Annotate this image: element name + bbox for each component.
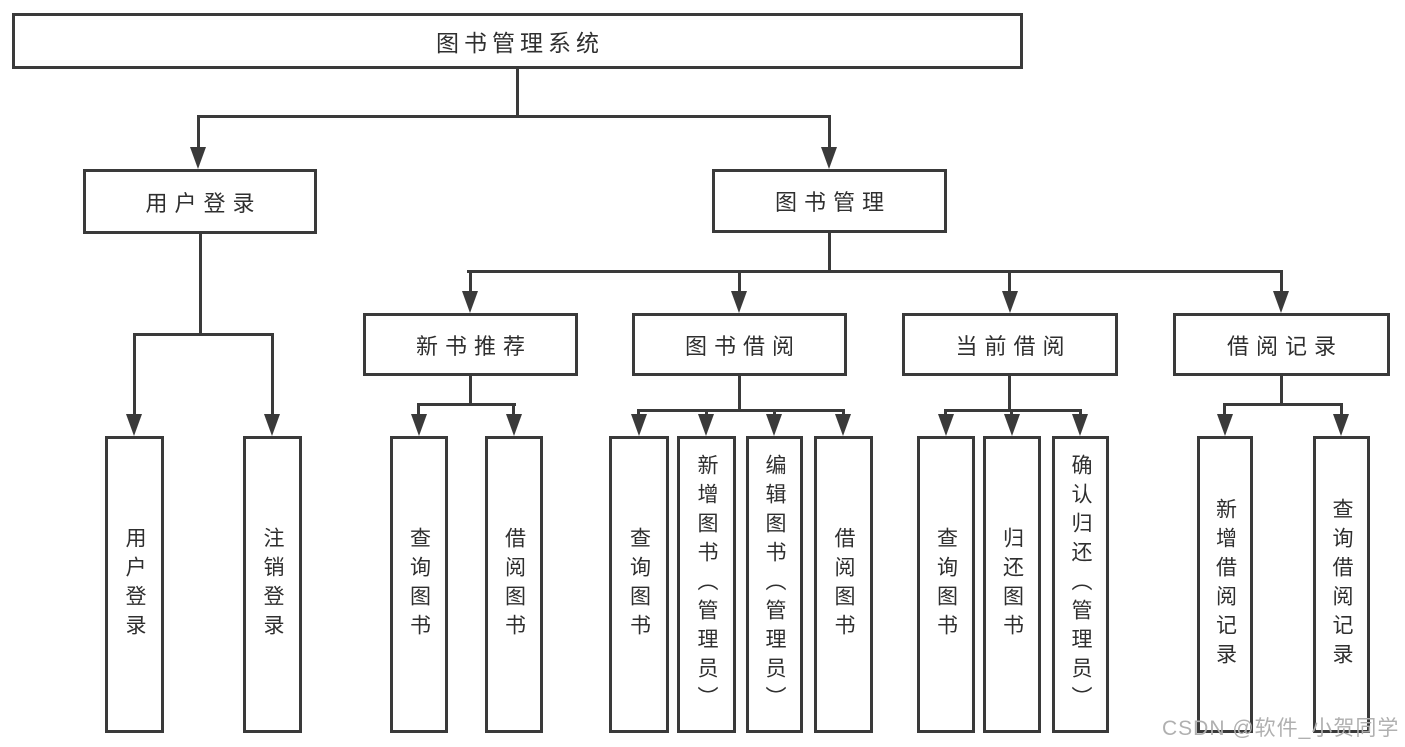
connector-line (271, 333, 274, 416)
connector-line (199, 234, 202, 335)
arrowhead (766, 414, 782, 436)
leaf-query-borrow-record: 查询借阅记录 (1313, 436, 1370, 733)
node-label: 确认归还（管理员） (1069, 454, 1092, 715)
connector-line (738, 270, 741, 293)
arrowhead (190, 147, 206, 169)
connector-line (197, 115, 831, 118)
connector-line (773, 409, 776, 416)
connector-line (828, 233, 831, 273)
node-borrowing-records: 借阅记录 (1173, 313, 1390, 376)
node-user-login: 用户登录 (83, 169, 317, 234)
leaf-query-books-recommend: 查询图书 (390, 436, 448, 733)
connector-line (133, 333, 136, 416)
arrowhead (631, 414, 647, 436)
connector-line (197, 115, 200, 150)
arrowhead (506, 414, 522, 436)
node-label: 新书推荐 (415, 333, 532, 359)
node-label: 借阅记录 (1226, 333, 1343, 359)
arrowhead (821, 147, 837, 169)
node-new-book-recommend: 新书推荐 (363, 313, 578, 376)
leaf-logout: 注销登录 (243, 436, 302, 733)
connector-line (705, 409, 708, 416)
node-label: 编辑图书（管理员） (763, 454, 786, 715)
leaf-add-book-admin: 新增图书（管理员） (677, 436, 736, 733)
node-label: 借阅图书 (832, 526, 855, 643)
leaf-query-books-borrowing: 查询图书 (609, 436, 669, 733)
arrowhead (1002, 291, 1018, 313)
connector-line (469, 375, 472, 406)
node-label: 归还图书 (1000, 526, 1024, 643)
arrowhead (1273, 291, 1289, 313)
arrowhead (1217, 414, 1233, 436)
connector-line (1079, 409, 1082, 416)
node-label: 注销登录 (261, 526, 284, 643)
connector-line (637, 409, 845, 412)
arrowhead (731, 291, 747, 313)
node-current-borrowing: 当前借阅 (902, 313, 1118, 376)
connector-line (1008, 375, 1011, 412)
node-label: 用户登录 (123, 526, 146, 643)
leaf-borrow-books-recommend: 借阅图书 (485, 436, 543, 733)
arrowhead (462, 291, 478, 313)
connector-line (417, 403, 516, 406)
node-book-borrowing: 图书借阅 (632, 313, 847, 376)
connector-line (828, 115, 831, 150)
leaf-confirm-return-admin: 确认归还（管理员） (1052, 436, 1109, 733)
csdn-watermark: CSDN @软件_小贺同学 (1162, 717, 1400, 740)
arrowhead (698, 414, 714, 436)
node-book-management: 图书管理 (712, 169, 947, 233)
node-label: 用户登录 (145, 190, 262, 216)
arrowhead (264, 414, 280, 436)
connector-line (1010, 409, 1013, 416)
connector-line (467, 270, 1282, 273)
node-label: 新增借阅记录 (1213, 497, 1237, 672)
connector-line (1280, 375, 1283, 405)
connector-line (417, 403, 420, 416)
node-label: 新增图书（管理员） (695, 454, 718, 715)
arrowhead (1333, 414, 1349, 436)
leaf-return-book: 归还图书 (983, 436, 1041, 733)
connector-line (469, 270, 472, 293)
connector-line (944, 409, 947, 416)
connector-line (512, 403, 515, 416)
leaf-user-login: 用户登录 (105, 436, 164, 733)
node-root-system: 图书管理系统 (12, 13, 1023, 69)
connector-line (738, 375, 741, 412)
node-label: 查询图书 (407, 526, 431, 643)
node-label: 借阅图书 (502, 526, 526, 643)
leaf-add-borrow-record: 新增借阅记录 (1197, 436, 1253, 733)
connector-line (1223, 403, 1343, 406)
connector-line (133, 333, 274, 336)
leaf-edit-book-admin: 编辑图书（管理员） (746, 436, 803, 733)
arrowhead (411, 414, 427, 436)
connector-line (516, 68, 519, 117)
node-label: 查询借阅记录 (1330, 497, 1353, 672)
arrowhead (1004, 414, 1020, 436)
arrowhead (938, 414, 954, 436)
node-label: 查询图书 (627, 526, 651, 643)
arrowhead (126, 414, 142, 436)
node-label: 当前借阅 (955, 333, 1072, 359)
connector-line (1223, 403, 1226, 416)
connector-line (1008, 270, 1011, 293)
node-label: 图书管理系统 (436, 30, 604, 56)
connector-line (637, 409, 640, 416)
node-label: 图书借阅 (684, 333, 801, 359)
connector-line (842, 409, 845, 416)
arrowhead (1072, 414, 1088, 436)
arrowhead (835, 414, 851, 436)
leaf-query-books-current: 查询图书 (917, 436, 975, 733)
node-label: 图书管理 (774, 190, 891, 215)
connector-line (944, 409, 1082, 412)
leaf-borrow-books-borrowing: 借阅图书 (814, 436, 873, 733)
connector-line (1280, 270, 1283, 293)
connector-line (1340, 403, 1343, 416)
node-label: 查询图书 (934, 526, 958, 643)
